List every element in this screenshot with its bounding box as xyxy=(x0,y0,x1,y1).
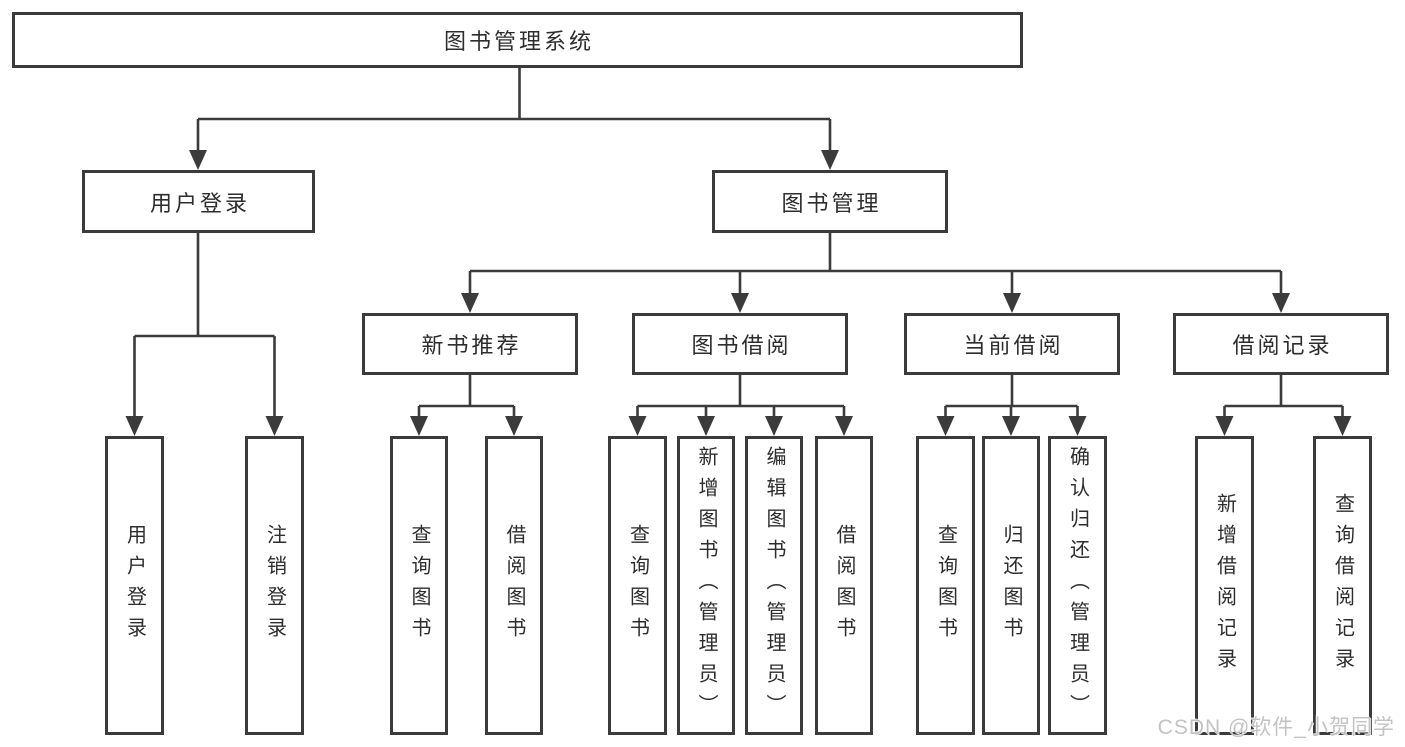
leaf-query-book-current: 查询图书 xyxy=(916,436,975,735)
leaf-label: 用户登录 xyxy=(123,523,146,648)
arrow-down-icon xyxy=(731,293,749,313)
arrow-down-icon xyxy=(1002,416,1020,436)
arrow-down-icon xyxy=(936,416,955,436)
leaf-label: 编辑图书（管理员） xyxy=(763,446,785,725)
arrow-down-icon xyxy=(821,150,839,170)
arrow-down-icon xyxy=(1003,293,1021,313)
arrow-down-icon xyxy=(189,150,207,170)
node-label: 借阅记录 xyxy=(1232,333,1333,358)
node-label: 当前借阅 xyxy=(963,333,1064,358)
arrow-down-icon xyxy=(505,416,523,436)
connectors-current-borrow xyxy=(936,375,1087,436)
leaf-query-book-recommend: 查询图书 xyxy=(390,436,448,735)
leaf-label: 借阅图书 xyxy=(503,523,525,648)
leaf-query-borrow-record: 查询借阅记录 xyxy=(1313,436,1372,735)
leaf-label: 借阅图书 xyxy=(833,523,855,648)
node-new-book-recommend: 新书推荐 xyxy=(362,313,578,375)
leaf-label: 查询图书 xyxy=(626,523,649,648)
arrow-down-icon xyxy=(1333,416,1352,436)
connectors-book-management xyxy=(461,233,1290,313)
arrow-down-icon xyxy=(697,416,715,436)
leaf-confirm-return-admin: 确认归还（管理员） xyxy=(1048,436,1107,735)
node-user-login: 用户登录 xyxy=(82,170,315,233)
node-label: 图书管理 xyxy=(781,190,882,216)
connectors-borrow-records xyxy=(1215,375,1352,436)
node-label: 新书推荐 xyxy=(421,333,522,358)
node-current-borrow: 当前借阅 xyxy=(904,313,1120,375)
leaf-logout: 注销登录 xyxy=(245,436,304,735)
leaf-label: 注销登录 xyxy=(263,523,286,648)
leaf-return-book: 归还图书 xyxy=(982,436,1040,735)
node-book-management: 图书管理 xyxy=(712,170,948,233)
leaf-label: 查询借阅记录 xyxy=(1331,492,1354,679)
leaf-label: 查询图书 xyxy=(408,523,430,648)
arrow-down-icon xyxy=(1215,416,1234,436)
connectors-book-borrow xyxy=(628,375,853,436)
arrow-down-icon xyxy=(461,293,479,313)
connectors-new-book xyxy=(410,375,523,436)
leaf-label: 新增借阅记录 xyxy=(1213,492,1236,679)
leaf-label: 查询图书 xyxy=(934,523,957,648)
arrow-down-icon xyxy=(765,416,783,436)
node-label: 用户登录 xyxy=(149,190,250,216)
arrow-down-icon xyxy=(1068,416,1087,436)
connectors-user-login xyxy=(125,233,284,436)
node-label: 图书借阅 xyxy=(691,333,792,358)
leaf-label: 新增图书（管理员） xyxy=(695,446,717,725)
leaf-label: 确认归还（管理员） xyxy=(1066,446,1089,725)
arrow-down-icon xyxy=(265,416,284,436)
leaf-borrow-book: 借阅图书 xyxy=(815,436,873,735)
leaf-borrow-book-recommend: 借阅图书 xyxy=(485,436,543,735)
arrow-down-icon xyxy=(410,416,428,436)
leaf-label: 归还图书 xyxy=(1000,523,1022,648)
leaf-add-borrow-record: 新增借阅记录 xyxy=(1195,436,1254,735)
node-book-borrow: 图书借阅 xyxy=(632,313,848,375)
arrow-down-icon xyxy=(1272,293,1290,313)
csdn-watermark: CSDN @软件_小贺同学 xyxy=(1157,716,1395,739)
arrow-down-icon xyxy=(125,416,144,436)
arrow-down-icon xyxy=(835,416,853,436)
leaf-add-book-admin: 新增图书（管理员） xyxy=(677,436,735,735)
connectors-root xyxy=(189,67,839,170)
node-borrow-records: 借阅记录 xyxy=(1173,313,1389,375)
node-label: 图书管理系统 xyxy=(443,29,594,54)
node-library-system: 图书管理系统 xyxy=(12,12,1023,68)
leaf-edit-book-admin: 编辑图书（管理员） xyxy=(745,436,803,735)
arrow-down-icon xyxy=(628,416,647,436)
leaf-query-book-borrow: 查询图书 xyxy=(608,436,667,735)
leaf-user-login: 用户登录 xyxy=(105,436,164,735)
